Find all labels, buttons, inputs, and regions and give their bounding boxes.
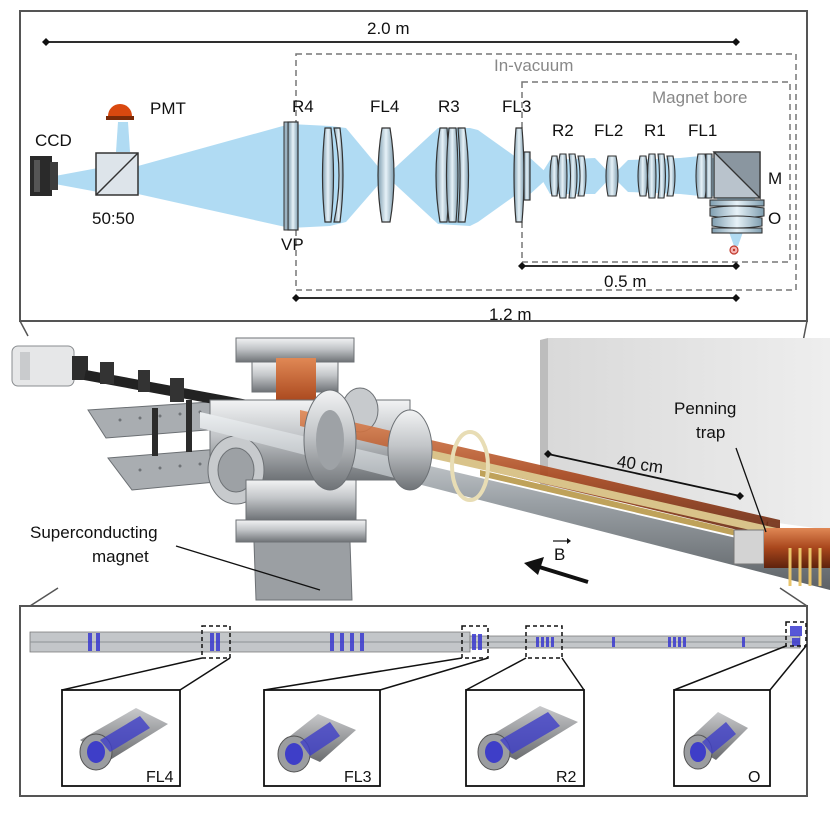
inset-label-fl3: FL3 <box>344 769 372 786</box>
penning-trap-pointer <box>735 447 767 533</box>
zoom-box-r2 <box>525 625 563 659</box>
r2-label: R2 <box>552 121 574 140</box>
tube-section <box>29 626 802 653</box>
r3-label: R3 <box>438 97 460 116</box>
splitter-label: 50:50 <box>92 209 135 228</box>
b-field-label: B <box>554 545 565 564</box>
zoom-box-fl3 <box>461 625 489 659</box>
ccd-camera <box>30 156 58 196</box>
optics-schematic-panel: 2.0 m In-vacuum Magnet bore CCD PMT 50:5… <box>19 10 808 324</box>
pmt-label: PMT <box>150 99 186 118</box>
b-field-arrow <box>524 557 589 584</box>
mirror-label: M <box>768 169 782 188</box>
dimension-2m-label: 2.0 m <box>367 19 410 38</box>
magnet-housing <box>548 338 830 530</box>
r4-label: R4 <box>292 97 314 116</box>
zoom-box-fl4 <box>201 625 231 659</box>
inset-label-o: O <box>748 769 760 786</box>
ccd-label: CCD <box>35 131 72 150</box>
dimension-0-5m-label: 0.5 m <box>604 272 647 291</box>
lens-group-r4 <box>321 127 344 223</box>
magnet-label-line1: Superconducting <box>30 523 158 542</box>
inset-label-r2: R2 <box>556 769 577 786</box>
pmt-detector <box>106 104 134 120</box>
fl2-label: FL2 <box>594 121 623 140</box>
bore-tube <box>200 389 830 590</box>
beam-splitter <box>95 152 139 196</box>
lens-group-r3 <box>435 127 470 223</box>
penning-trap-label-line1: Penning <box>674 399 736 418</box>
lens-fl4 <box>377 127 395 223</box>
inset-r2-mount <box>477 706 578 771</box>
magnet-bore-label: Magnet bore <box>652 88 747 107</box>
lens-group-r2 <box>549 153 587 199</box>
dimension-1-2m: 1.2 m <box>292 294 740 324</box>
inset-fl4-mount <box>79 708 168 771</box>
lens-fl2 <box>605 155 619 197</box>
inset-fl3-mount <box>277 714 356 773</box>
inset-label-fl4: FL4 <box>146 769 174 786</box>
zoom-box-o <box>785 621 807 647</box>
magnet-label-line2: magnet <box>92 547 149 566</box>
fl3-label: FL3 <box>502 97 531 116</box>
panel-connector-left <box>29 587 59 607</box>
ccd-camera-3d <box>11 345 88 387</box>
optics-rail <box>84 370 248 410</box>
r1-label: R1 <box>644 121 666 140</box>
dimension-1-2m-label: 1.2 m <box>489 305 532 324</box>
objective-label: O <box>768 209 781 228</box>
inset-fl3-frame <box>263 689 381 787</box>
objective-lens <box>709 199 765 234</box>
viewport-window <box>287 121 299 231</box>
mirror-m <box>712 151 761 200</box>
vp-label: VP <box>281 235 304 254</box>
apparatus-rendering: 40 cm Penning trap Superconducting magne… <box>11 337 830 601</box>
zoom-connector-left <box>19 320 29 337</box>
lens-group-r1 <box>637 153 676 199</box>
fl1-label: FL1 <box>688 121 717 140</box>
lens-fl3 <box>513 127 531 223</box>
panel-connector-right <box>779 587 808 607</box>
dimension-2m: 2.0 m <box>42 19 740 46</box>
magnet-pointer <box>175 545 321 591</box>
lens-fl1 <box>695 153 713 199</box>
inset-o-mount <box>683 712 748 770</box>
tube-cross-section-panel: FL4 FL3 R2 O <box>19 587 808 797</box>
fl4-label: FL4 <box>370 97 399 116</box>
penning-trap-3d <box>733 528 830 586</box>
in-vacuum-label: In-vacuum <box>494 56 573 75</box>
dimension-0-5m: 0.5 m <box>518 262 740 291</box>
penning-trap-label-line2: trap <box>696 423 725 442</box>
